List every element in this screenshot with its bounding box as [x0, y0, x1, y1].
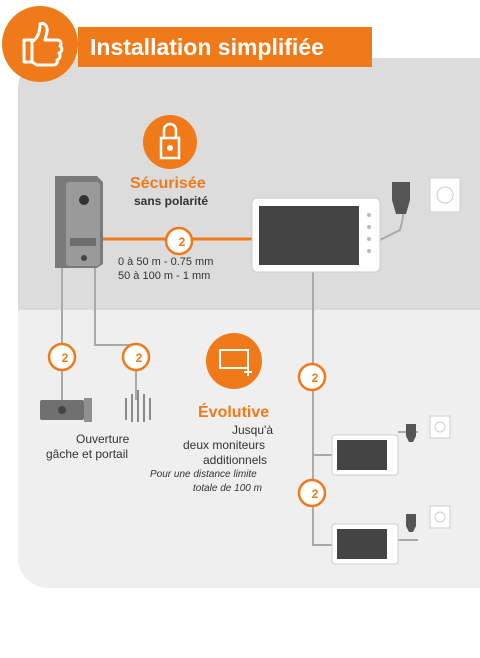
evolutive-line-2: deux moniteurs	[183, 438, 266, 452]
evolutive-line-3: additionnels	[203, 453, 268, 467]
wire-badge-icon	[47, 226, 327, 508]
power-adapter-icon	[406, 424, 416, 532]
door-lock-icon	[40, 398, 92, 422]
distance-line-2: 50 à 100 m - 1 mm	[118, 270, 211, 282]
wall-socket-icon	[429, 415, 451, 529]
wall-socket-icon	[429, 177, 461, 213]
svg-text:2: 2	[136, 351, 143, 365]
gate-motor-icon	[125, 390, 151, 422]
power-adapter-icon	[392, 182, 410, 214]
additional-monitor-2	[331, 523, 399, 565]
svg-text:2: 2	[312, 371, 319, 385]
svg-text:2: 2	[312, 487, 319, 501]
securise-title: Sécurisée	[130, 175, 206, 192]
distance-line-1: 0 à 50 m - 0.75 mm	[118, 256, 214, 268]
additional-monitor-1	[331, 434, 399, 476]
evolutive-note-1: Pour une distance limite	[150, 469, 257, 480]
badge-labels: 2 2 2 2 2	[62, 235, 319, 501]
securise-subtitle: sans polarité	[134, 194, 209, 208]
svg-text:2: 2	[179, 235, 186, 249]
thumbs-up-icon	[2, 6, 78, 82]
svg-text:2: 2	[62, 351, 69, 365]
evolutive-title: Évolutive	[198, 404, 270, 421]
padlock-icon	[143, 115, 197, 169]
ouverture-line-1: Ouverture	[76, 432, 130, 446]
page-title: Installation simplifiée	[90, 34, 324, 60]
monitor-plus-icon	[206, 333, 262, 389]
evolutive-note-2: totale de 100 m	[193, 483, 262, 494]
evolutive-line-1: Jusqu'à	[232, 423, 273, 437]
main-monitor	[251, 197, 381, 273]
title-banner	[78, 27, 372, 67]
ouverture-line-2: gâche et portail	[46, 447, 129, 461]
door-station	[55, 176, 103, 268]
